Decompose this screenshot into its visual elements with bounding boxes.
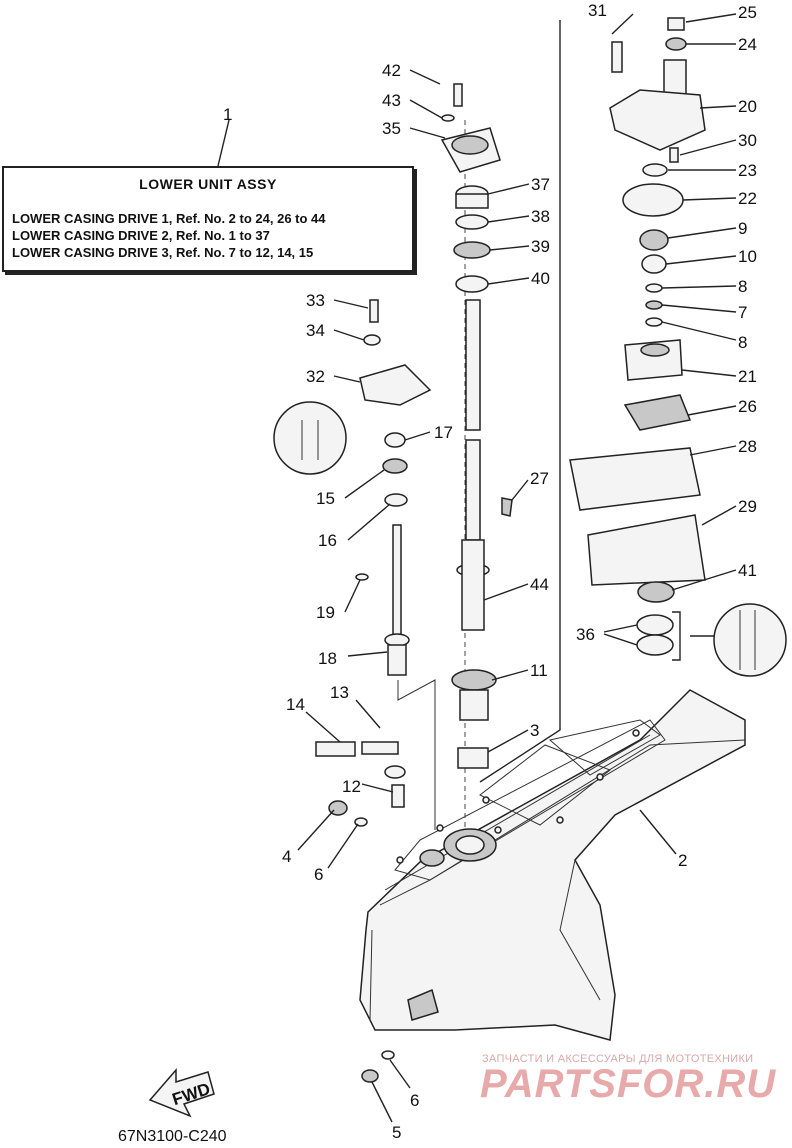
callout-41: 41 <box>738 561 757 580</box>
fwd-arrow: FWD <box>148 1067 215 1118</box>
callout-4: 4 <box>282 847 291 866</box>
callout-26: 26 <box>738 397 757 416</box>
callout-30: 30 <box>738 131 757 150</box>
callout-42: 42 <box>382 61 401 80</box>
callout-2: 2 <box>678 851 687 870</box>
assy-line-drive-2: LOWER CASING DRIVE 2, Ref. No. 1 to 37 <box>12 228 270 243</box>
callout-35: 35 <box>382 119 401 138</box>
callout-12: 12 <box>342 777 361 796</box>
callout-7: 7 <box>738 303 747 322</box>
diagram-code: 67N3100-C240 <box>118 1128 227 1145</box>
leader-shift-rod <box>397 679 436 830</box>
callout-38: 38 <box>531 207 550 226</box>
callout-20: 20 <box>738 97 757 116</box>
callout-19: 19 <box>316 603 335 622</box>
callout-32: 32 <box>306 367 325 386</box>
shift-rod-group <box>273 299 432 1083</box>
lower-casing <box>359 689 746 1041</box>
callout-36: 36 <box>576 625 595 644</box>
callout-9: 9 <box>738 219 747 238</box>
callout-8-b: 8 <box>738 333 747 352</box>
callout-10: 10 <box>738 247 757 266</box>
callout-17: 17 <box>434 423 453 442</box>
callout-22: 22 <box>738 189 757 208</box>
callout-18: 18 <box>318 649 337 668</box>
leader-pump-to-casing <box>479 20 561 783</box>
callout-24: 24 <box>738 35 757 54</box>
callout-5: 5 <box>392 1123 401 1142</box>
callout-44: 44 <box>530 575 549 594</box>
lower-unit-assy-box: LOWER UNIT ASSY LOWER CASING DRIVE 1, Re… <box>2 166 414 272</box>
callout-14: 14 <box>286 695 305 714</box>
assy-line-drive-3: LOWER CASING DRIVE 3, Ref. No. 7 to 12, … <box>12 245 314 260</box>
callout-25: 25 <box>738 3 757 22</box>
callout-28: 28 <box>738 437 757 456</box>
callout-11: 11 <box>530 661 548 680</box>
callout-34: 34 <box>306 321 325 340</box>
callout-15: 15 <box>316 489 335 508</box>
leader-lines <box>217 13 737 1123</box>
callout-6-a: 6 <box>314 865 323 884</box>
callout-40: 40 <box>531 269 550 288</box>
drive-shaft-group <box>440 83 513 769</box>
callout-1: 1 <box>223 105 232 124</box>
assy-title: LOWER UNIT ASSY <box>139 176 277 192</box>
callout-6-b: 6 <box>410 1091 419 1110</box>
callout-29: 29 <box>738 497 757 516</box>
watermark-subtitle: ЗАПЧАСТИ И АКСЕССУАРЫ ДЛЯ МОТОТЕХНИКИ <box>482 1053 754 1065</box>
watermark-logo: PARTSFOR.RU <box>480 1062 777 1106</box>
callout-33: 33 <box>306 291 325 310</box>
callout-16: 16 <box>318 531 337 550</box>
water-pump-group <box>569 17 787 677</box>
callout-27: 27 <box>530 469 549 488</box>
callout-31: 31 <box>588 1 607 20</box>
callout-numbers: 31 25 24 20 30 23 22 9 10 8 7 8 21 26 28… <box>223 1 757 1142</box>
callout-3: 3 <box>530 721 539 740</box>
callout-8-a: 8 <box>738 277 747 296</box>
callout-37: 37 <box>531 175 550 194</box>
callout-39: 39 <box>531 237 550 256</box>
callout-13: 13 <box>330 683 349 702</box>
assy-line-drive-1: LOWER CASING DRIVE 1, Ref. No. 2 to 24, … <box>12 211 326 226</box>
callout-23: 23 <box>738 161 757 180</box>
callout-43: 43 <box>382 91 401 110</box>
callout-21: 21 <box>738 367 757 386</box>
